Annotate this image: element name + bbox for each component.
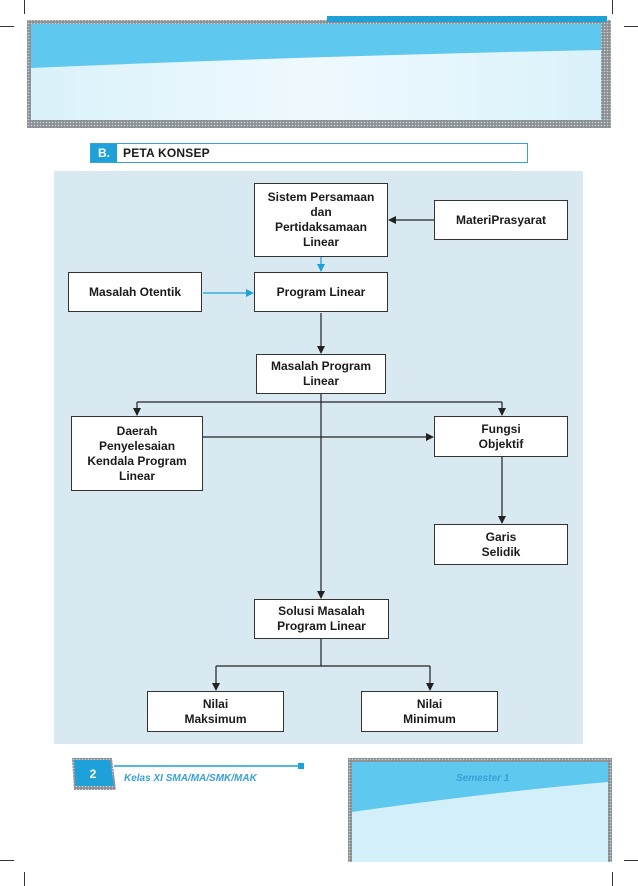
crop-mark [612,0,613,14]
node-program-linear: Program Linear [254,272,388,312]
node-sistem-persamaan: Sistem Persamaan dan Pertidaksamaan Line… [254,183,388,257]
section-letter: B. [91,144,117,162]
branch-masalah-to-daerah-fungsi [133,401,506,416]
node-solusi-masalah: Solusi Masalah Program Linear [254,599,389,639]
footer-semester: Semester 1 [456,773,510,784]
crop-mark [24,0,25,14]
node-daerah-penyelesaian: Daerah Penyelesaian Kendala Program Line… [71,416,203,491]
crop-mark [24,872,25,886]
node-masalah-otentik: Masalah Otentik [68,272,202,312]
node-fungsi-objektif: Fungsi Objektif [434,416,568,457]
crop-mark [612,872,613,886]
footer-book-title: Kelas XI SMA/MA/SMK/MAK [124,773,257,784]
crop-mark [0,26,14,27]
header-banner [27,16,611,128]
node-nilai-maksimum: Nilai Maksimum [147,691,284,732]
node-materi-prasyarat: MateriPrasyarat [434,200,568,240]
crop-mark [0,860,14,861]
node-masalah-program-linear: Masalah Program Linear [256,354,386,394]
footer-decoration [72,758,612,862]
crop-mark [624,26,638,27]
crop-mark [624,860,638,861]
branch-solusi-to-nilai [212,639,434,691]
page-number: 2 [89,767,97,781]
section-title: PETA KONSEP [123,146,210,160]
node-nilai-minimum: Nilai Minimum [361,691,498,732]
section-header: B. PETA KONSEP [90,143,528,163]
node-garis-selidik: Garis Selidik [434,524,568,565]
